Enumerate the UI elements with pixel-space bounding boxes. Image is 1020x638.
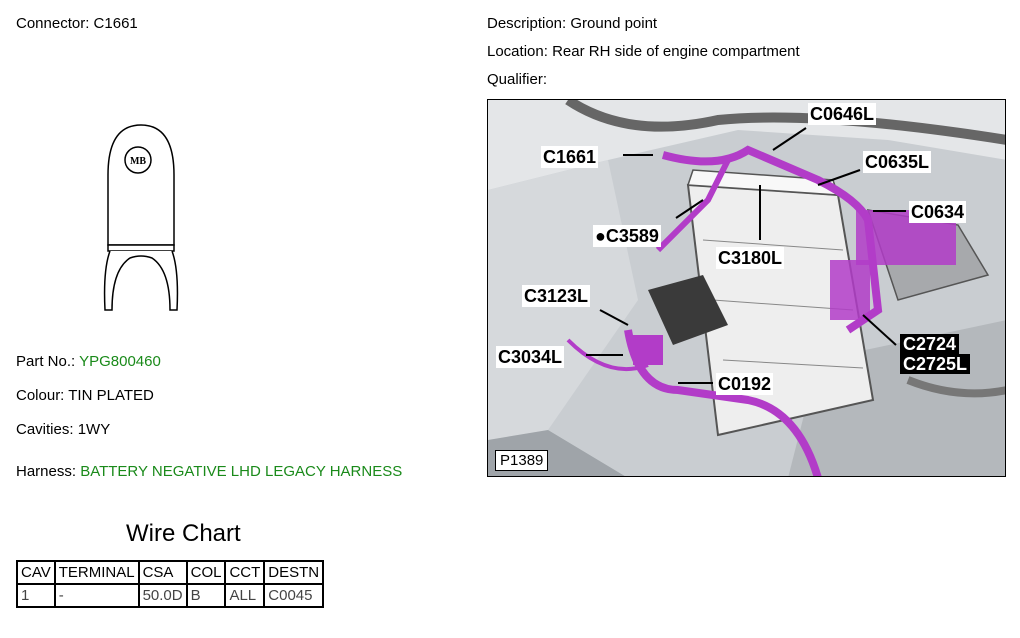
harness-label: Harness:: [16, 463, 77, 480]
photo-label-c2724: C2724: [900, 334, 960, 354]
photo-label-c0646l: C0646L: [808, 103, 877, 125]
cell-csa: 50.0D: [137, 583, 188, 608]
description-label: Description:: [487, 15, 567, 32]
description-info: Description: Ground point: [487, 15, 657, 32]
connector-label: Connector:: [16, 15, 90, 32]
part-info: Part No.: YPG800460: [16, 353, 161, 370]
description-value: Ground point: [570, 15, 658, 32]
qualifier-info: Qualifier:: [487, 71, 547, 88]
part-number-link[interactable]: YPG800460: [79, 353, 161, 370]
connector-terminal-drawing: MB: [103, 124, 179, 311]
cell-col: B: [185, 583, 227, 608]
photo-label-c3180l: C3180L: [716, 247, 785, 269]
photo-label-c0635l: C0635L: [863, 151, 932, 173]
photo-label-c3589: ●C3589: [593, 225, 661, 247]
qualifier-label: Qualifier:: [487, 71, 548, 88]
header-cav: CAV: [16, 560, 56, 585]
location-info: Location: Rear RH side of engine compart…: [487, 43, 800, 60]
terminal-mark: MB: [130, 156, 146, 167]
table-row: 1 - 50.0D B ALL C0045: [16, 583, 325, 608]
header-terminal: TERMINAL: [53, 560, 140, 585]
cell-cct: ALL: [224, 583, 266, 608]
cavities-info: Cavities: 1WY: [16, 421, 110, 438]
header-destn: DESTN: [263, 560, 325, 585]
connector-value: C1661: [93, 15, 138, 32]
photo-label-c3123l: C3123L: [522, 285, 591, 307]
photo-reference: P1389: [495, 450, 549, 471]
location-label: Location:: [487, 43, 548, 60]
header-col: COL: [185, 560, 227, 585]
connector-info: Connector: C1661: [16, 15, 138, 32]
photo-label-c3034l: C3034L: [496, 346, 565, 368]
wire-chart-table: CAV TERMINAL CSA COL CCT DESTN 1 - 50.0D…: [16, 560, 325, 608]
cavities-label: Cavities:: [16, 421, 74, 438]
photo-label-c0192: C0192: [716, 373, 774, 395]
photo-label-c2725l: C2725L: [900, 354, 971, 374]
header-cct: CCT: [224, 560, 266, 585]
header-csa: CSA: [137, 560, 188, 585]
harness-link[interactable]: BATTERY NEGATIVE LHD LEGACY HARNESS: [80, 463, 403, 480]
harness-info: Harness: BATTERY NEGATIVE LHD LEGACY HAR…: [16, 463, 402, 480]
colour-value: TIN PLATED: [68, 387, 154, 404]
wire-chart-header-row: CAV TERMINAL CSA COL CCT DESTN: [16, 560, 325, 585]
photo-label-c1661: C1661: [541, 146, 599, 168]
c3589-text: C3589: [605, 226, 659, 246]
cell-cav: 1: [16, 583, 56, 608]
location-value: Rear RH side of engine compartment: [552, 43, 800, 60]
cell-destn[interactable]: C0045: [263, 583, 325, 608]
colour-label: Colour:: [16, 387, 65, 404]
cavities-value: 1WY: [77, 421, 111, 438]
part-label: Part No.:: [16, 353, 76, 370]
photo-label-c0634: C0634: [909, 201, 967, 223]
engine-compartment-photo: C0646L C1661 C0635L C0634 ●C3589 C3180L …: [487, 99, 1006, 477]
colour-info: Colour: TIN PLATED: [16, 387, 154, 404]
cell-terminal: -: [53, 583, 140, 608]
wire-chart-title: Wire Chart: [126, 520, 241, 547]
